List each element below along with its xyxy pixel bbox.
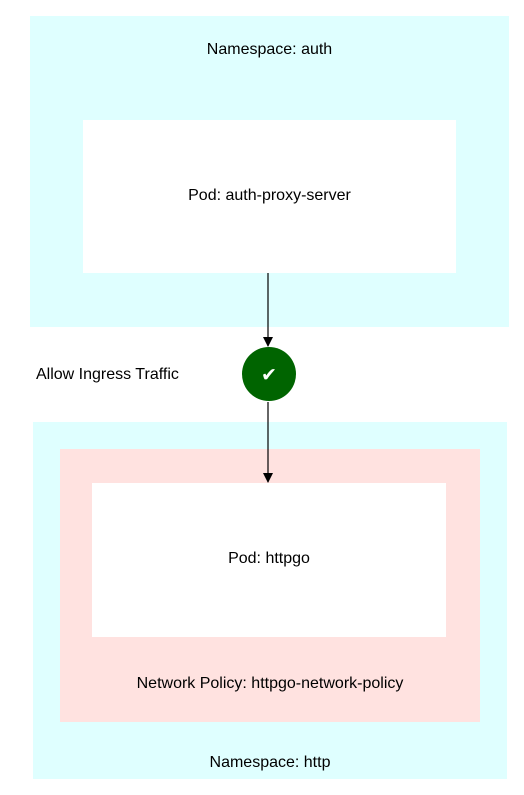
pod-auth-proxy-server-node[interactable]: [83, 120, 456, 273]
pod-httpgo-label: Pod: httpgo: [228, 550, 310, 567]
check-icon: ✔: [242, 347, 296, 401]
network-policy-label: Network Policy: httpgo-network-policy: [136, 675, 404, 692]
namespace-auth-label: Namespace: auth: [206, 41, 333, 58]
namespace-http-label: Namespace: http: [209, 754, 331, 771]
check-glyph: ✔: [261, 364, 277, 386]
pod-auth-proxy-server-label: Pod: auth-proxy-server: [188, 187, 351, 204]
edge-label-allow-ingress: Allow Ingress Traffic: [36, 366, 179, 383]
pod-httpgo-node[interactable]: [92, 483, 446, 637]
